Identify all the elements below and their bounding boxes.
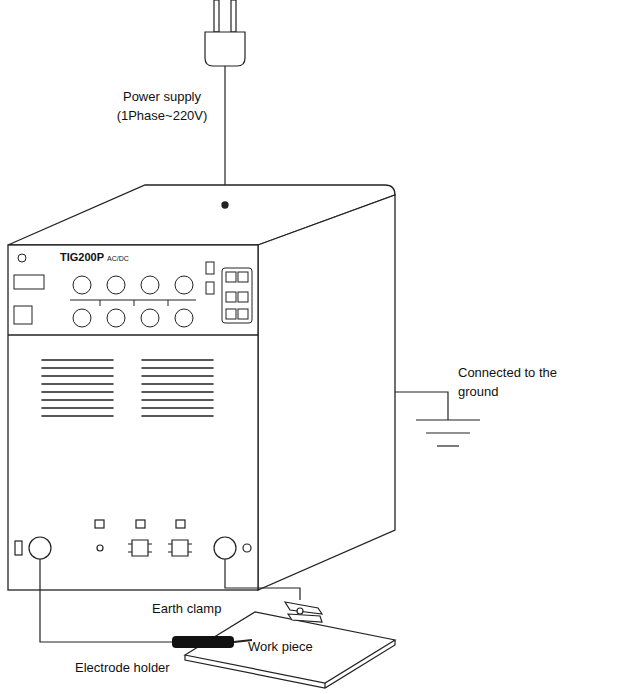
electrode-holder-label: Electrode holder bbox=[75, 659, 170, 678]
plug-body bbox=[205, 32, 245, 66]
output-sockets bbox=[15, 520, 251, 559]
mode-button bbox=[238, 292, 248, 302]
cord-entry bbox=[222, 202, 228, 208]
indicator bbox=[206, 262, 214, 274]
electrode-holder-symbol bbox=[172, 636, 252, 648]
mode-panel bbox=[222, 268, 252, 323]
negative-socket bbox=[29, 537, 51, 559]
ground-label: Connected to the ground bbox=[458, 364, 588, 402]
control-panel bbox=[14, 254, 252, 327]
model-name: TIG200P bbox=[60, 250, 104, 266]
socket-icon bbox=[136, 520, 145, 528]
control-socket bbox=[128, 540, 152, 556]
power-icon bbox=[18, 254, 26, 262]
work-piece-plate bbox=[185, 612, 395, 688]
switch bbox=[14, 306, 32, 324]
clamp-jaw bbox=[288, 614, 322, 622]
gas-outlet bbox=[97, 545, 103, 551]
display bbox=[14, 275, 44, 289]
power-cord bbox=[224, 66, 225, 205]
indicator bbox=[206, 282, 214, 294]
knob bbox=[73, 276, 91, 294]
polarity-icon bbox=[243, 544, 251, 552]
model-suffix: AC/DC bbox=[107, 254, 129, 264]
knob bbox=[141, 309, 159, 327]
clamp-jaw bbox=[285, 602, 322, 614]
power-supply-label: Power supply (1Phase~220V) bbox=[108, 88, 216, 126]
mode-button bbox=[238, 309, 248, 319]
knob bbox=[141, 276, 159, 294]
mode-button bbox=[238, 272, 248, 282]
vent-slats bbox=[42, 360, 113, 416]
mode-button bbox=[226, 272, 236, 282]
plug-prong bbox=[214, 0, 219, 32]
socket-icon bbox=[176, 520, 185, 528]
cables bbox=[40, 559, 300, 642]
knob bbox=[107, 276, 125, 294]
knob bbox=[175, 309, 193, 327]
earth-clamp-symbol bbox=[285, 602, 322, 622]
vent-grille bbox=[42, 360, 213, 416]
ground-connection bbox=[395, 392, 480, 446]
mode-button bbox=[226, 292, 236, 302]
vent-slats bbox=[142, 360, 213, 416]
power-plug bbox=[205, 0, 245, 205]
knob bbox=[175, 276, 193, 294]
mode-button bbox=[226, 309, 236, 319]
ground-symbol bbox=[426, 432, 470, 433]
earth-clamp-label: Earth clamp bbox=[152, 600, 221, 619]
socket-icon bbox=[95, 520, 104, 528]
knob bbox=[107, 309, 125, 327]
ground-symbol bbox=[437, 445, 459, 446]
plug-prong bbox=[231, 0, 236, 32]
machine-housing bbox=[8, 185, 395, 590]
housing-front bbox=[8, 245, 258, 590]
work-piece-label: Work piece bbox=[248, 638, 313, 657]
electrode-cable bbox=[40, 559, 172, 642]
holder-body bbox=[172, 636, 234, 648]
panel-divider bbox=[8, 334, 258, 335]
earth-cable bbox=[225, 559, 300, 600]
positive-socket bbox=[214, 537, 236, 559]
control-socket bbox=[168, 540, 192, 556]
ground-wire bbox=[395, 392, 448, 420]
torch-icon bbox=[15, 541, 22, 555]
ground-symbol bbox=[416, 419, 480, 420]
panel-lines bbox=[70, 300, 196, 306]
knob bbox=[73, 309, 91, 327]
housing-side bbox=[258, 195, 395, 590]
clamp-pivot bbox=[297, 608, 303, 614]
